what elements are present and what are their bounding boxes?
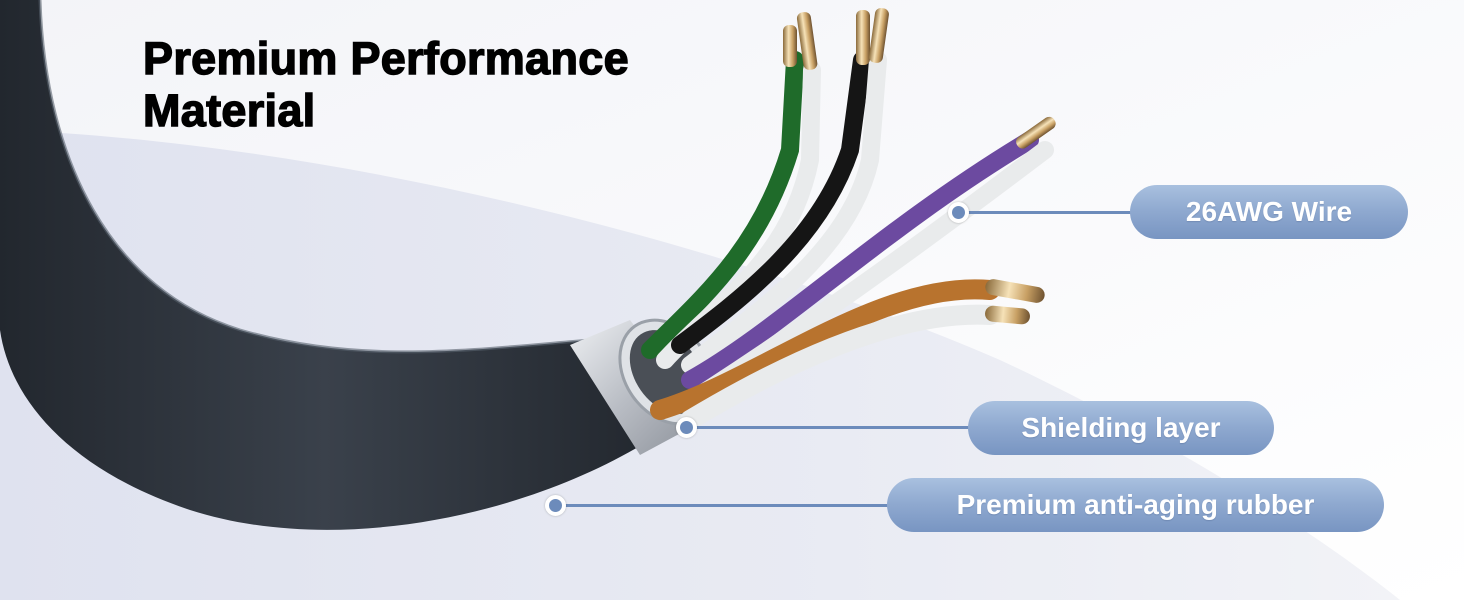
callout-text: Shielding layer (1021, 412, 1221, 443)
twisted-pair-wires (641, 51, 1054, 430)
outer-jacket (0, 0, 650, 530)
callout-label-wire: 26AWG Wire (1130, 185, 1408, 239)
copper-conductors (783, 8, 1056, 325)
callout-dot-icon (948, 202, 969, 223)
callout-line-wire (958, 211, 1138, 214)
callout-dot-icon (676, 417, 697, 438)
callout-line-rubber (555, 504, 895, 507)
headline-line-1: Premium Performance (142, 32, 629, 84)
callout-text: 26AWG Wire (1185, 196, 1353, 227)
headline-line-2: Material (142, 84, 316, 136)
callout-line-shield (686, 426, 976, 429)
callout-text: Premium anti-aging rubber (956, 489, 1315, 520)
callout-label-shield: Shielding layer (968, 401, 1274, 455)
callout-label-rubber: Premium anti-aging rubber (887, 478, 1384, 532)
callout-dot-icon (545, 495, 566, 516)
headline: Premium Performance Material (142, 32, 629, 137)
